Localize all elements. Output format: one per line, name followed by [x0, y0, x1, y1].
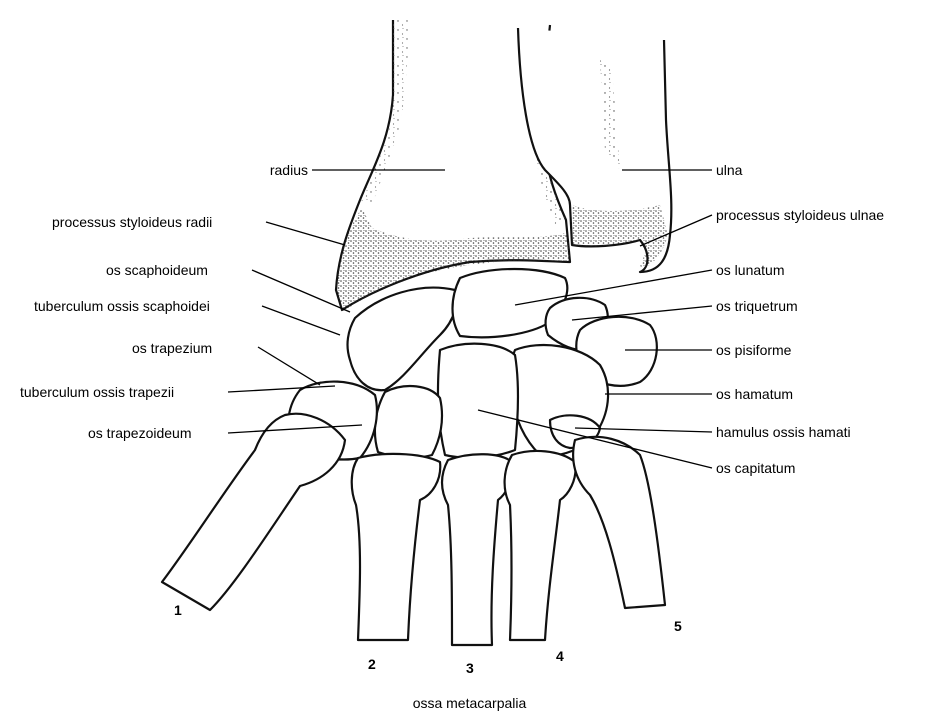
trapezoid-shape: [375, 386, 442, 458]
label-os-lunatum: os lunatum: [716, 262, 784, 278]
label-os-scaphoideum: os scaphoideum: [106, 262, 208, 278]
metacarpal-number-1: 1: [174, 602, 182, 618]
label-hamulus-ossis-hamati: hamulus ossis hamati: [716, 424, 851, 440]
metacarpal-number-4: 4: [556, 648, 564, 664]
label-radius: radius: [210, 162, 308, 178]
label-ulna: ulna: [716, 162, 742, 178]
label-tuberculum-ossis-trapezii: tuberculum ossis trapezii: [20, 384, 174, 400]
label-os-hamatum: os hamatum: [716, 386, 793, 402]
metacarpal-number-5: 5: [674, 618, 682, 634]
label-os-pisiforme: os pisiforme: [716, 342, 791, 358]
label-os-trapezium: os trapezium: [132, 340, 212, 356]
capitate-shape: [438, 344, 518, 458]
label-processus-styloideus-ulnae: processus styloideus ulnae: [716, 207, 884, 223]
caption-ossa-metacarpalia: ossa metacarpalia: [0, 695, 939, 711]
metacarpal-number-3: 3: [466, 660, 474, 676]
label-processus-styloideus-radii: processus styloideus radii: [52, 214, 212, 230]
label-os-capitatum: os capitatum: [716, 460, 795, 476]
metacarpal-number-2: 2: [368, 656, 376, 672]
label-os-triquetrum: os triquetrum: [716, 298, 798, 314]
label-tuberculum-ossis-scaphoidei: tuberculum ossis scaphoidei: [34, 298, 210, 314]
label-os-trapezoideum: os trapezoideum: [88, 425, 192, 441]
